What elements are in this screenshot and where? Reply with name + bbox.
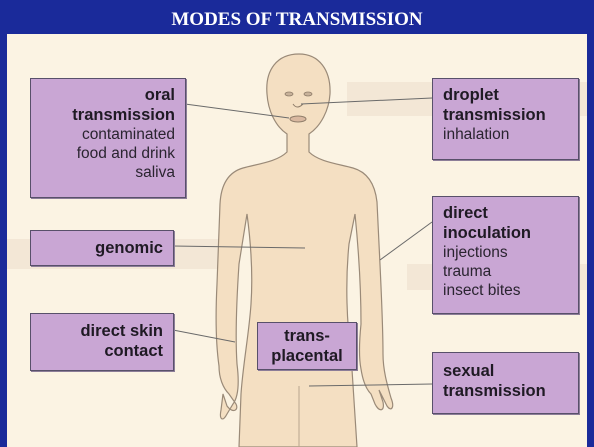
label-sexual-transmission: sexual transmission (432, 352, 579, 414)
label-direct-skin-contact: direct skin contact (30, 313, 174, 371)
skin-heading-line-1: direct skin (37, 321, 163, 341)
oral-heading-line-2: transmission (37, 105, 175, 125)
oral-detail-3: saliva (37, 163, 175, 182)
oral-detail-1: contaminated (37, 125, 175, 144)
inoculation-heading-line-1: direct (443, 203, 572, 223)
mouth (290, 116, 306, 122)
inoculation-detail-1: injections (443, 243, 572, 262)
droplet-heading-line-1: droplet (443, 85, 572, 105)
label-direct-inoculation: direct inoculation injections trauma ins… (432, 196, 579, 314)
oral-heading-line-1: oral (37, 85, 175, 105)
slide-title: MODES OF TRANSMISSION (7, 6, 587, 34)
droplet-detail-1: inhalation (443, 125, 572, 144)
genomic-heading: genomic (37, 238, 163, 258)
leader-inoculation (380, 222, 432, 260)
diagram-panel: oral transmission contaminated food and … (7, 34, 587, 447)
label-genomic: genomic (30, 230, 174, 266)
inoculation-heading-line-2: inoculation (443, 223, 572, 243)
sexual-heading-line-2: transmission (443, 381, 572, 401)
inoculation-detail-2: trauma (443, 262, 572, 281)
sexual-heading-line-1: sexual (443, 361, 572, 381)
oral-detail-2: food and drink (37, 144, 175, 163)
transplacental-line-2: placental (262, 346, 352, 366)
droplet-heading-line-2: transmission (443, 105, 572, 125)
transplacental-line-1: trans- (262, 326, 352, 346)
eye-left (285, 92, 293, 96)
skin-heading-line-2: contact (37, 341, 163, 361)
human-body-silhouette (216, 54, 392, 447)
label-transplacental: trans- placental (257, 322, 357, 370)
eye-right (304, 92, 312, 96)
inoculation-detail-3: insect bites (443, 281, 572, 300)
label-droplet-transmission: droplet transmission inhalation (432, 78, 579, 160)
label-oral-transmission: oral transmission contaminated food and … (30, 78, 186, 198)
